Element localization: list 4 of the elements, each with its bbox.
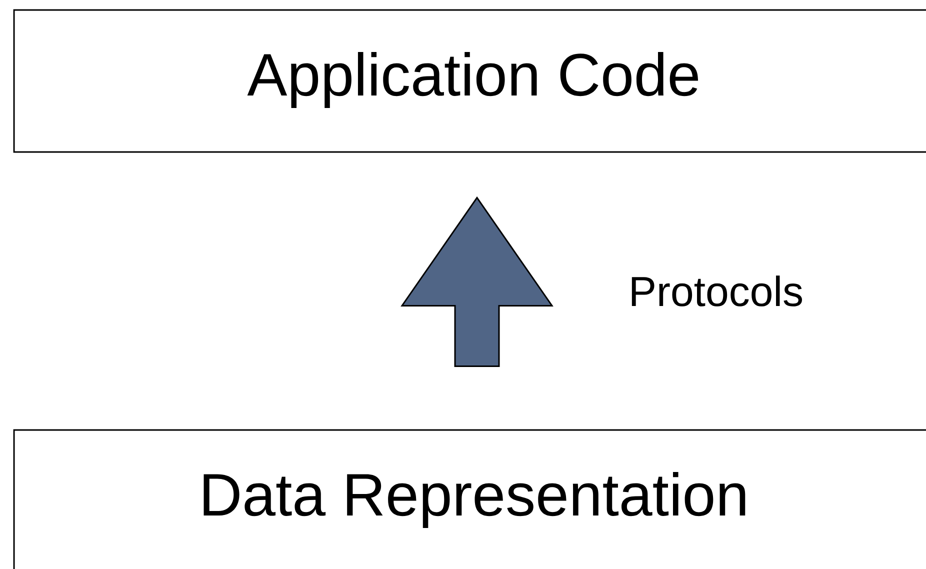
block-arrow [400,196,554,367]
layer-box: Application Code [13,9,926,153]
edge-label: Protocols [632,276,802,306]
layer-box: Data Representation [13,429,926,569]
